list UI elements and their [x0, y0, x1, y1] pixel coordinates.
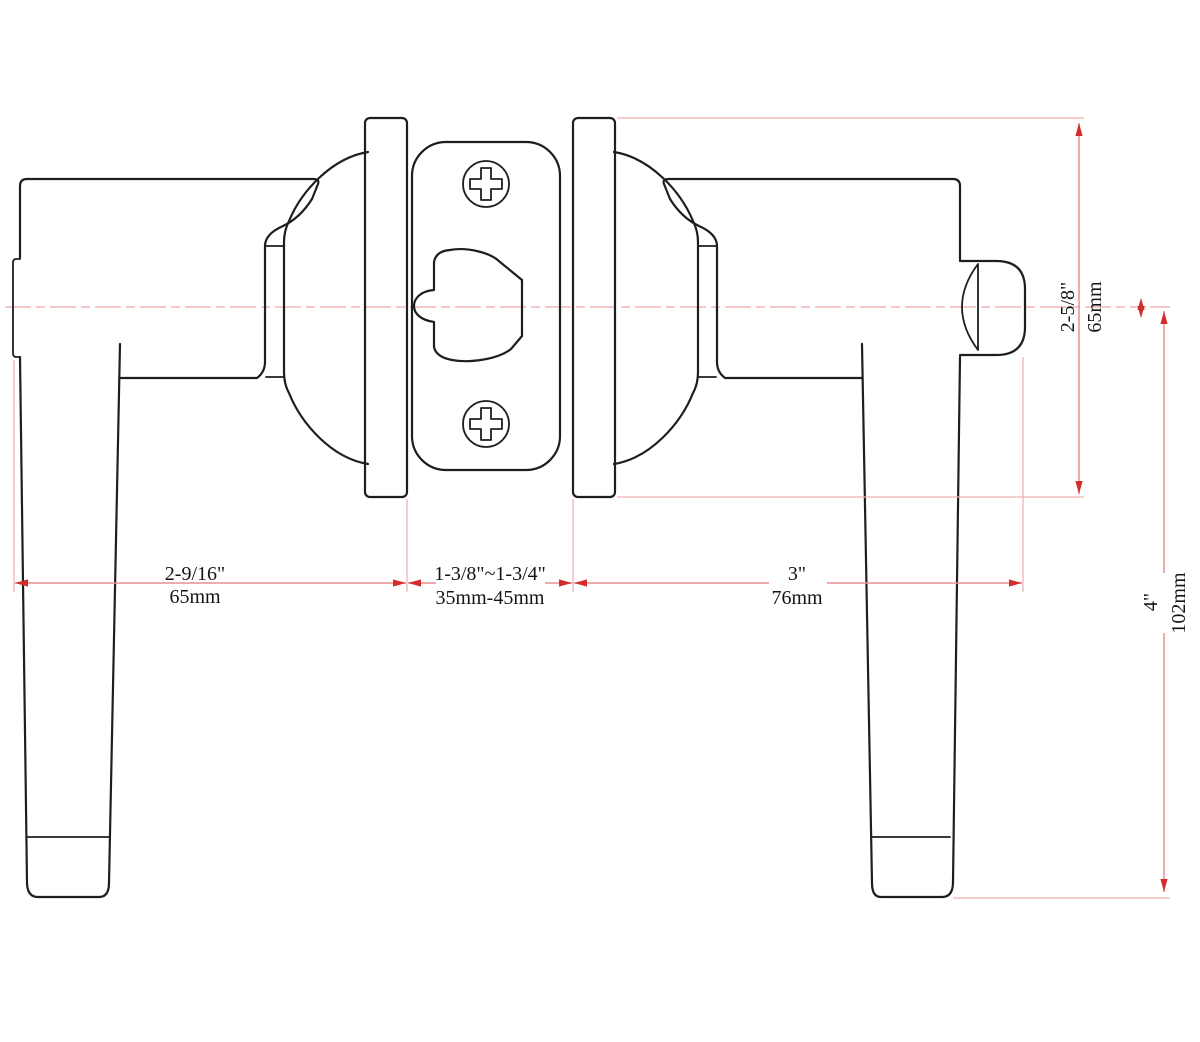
- dim-label-right-inner-metric: 65mm: [1084, 281, 1106, 333]
- top-screw-cross-icon: [469, 167, 503, 201]
- left-lever-handle: [18, 342, 122, 899]
- extension-lines: [13, 117, 1170, 899]
- arrow-left-icon: [574, 579, 587, 587]
- right-lever-handle: [860, 342, 962, 899]
- right-lever: [612, 150, 1027, 899]
- latch-bolt: [412, 248, 524, 363]
- right-lever-grip-top: [662, 177, 962, 262]
- dim-label-right-outer-inches: 4": [1140, 593, 1162, 611]
- arrow-right-icon: [393, 579, 406, 587]
- arrow-left-icon: [15, 579, 28, 587]
- push-button: [958, 259, 1027, 357]
- bottom-screw: [462, 400, 510, 448]
- top-screw: [462, 160, 510, 208]
- dim-label-bottom-center-inches: 1-3/8"~1-3/4": [434, 563, 546, 585]
- latch-assembly: [410, 140, 562, 472]
- dim-label-bottom-left-metric: 65mm: [169, 586, 221, 608]
- arrow-up-icon: [1075, 123, 1083, 136]
- dimension-lines: [15, 123, 1165, 892]
- arrow-right-icon: [1009, 579, 1022, 587]
- push-button-face: [961, 263, 979, 351]
- left-lever-neck-ticks: [265, 245, 285, 378]
- dim-label-right-outer-metric: 102mm: [1168, 572, 1190, 634]
- latch-faceplate: [410, 140, 562, 472]
- arrow-down-icon: [1075, 481, 1083, 494]
- arrow-left-icon: [408, 579, 421, 587]
- arrow-right-icon: [559, 579, 572, 587]
- arrow-up-icon: [1160, 311, 1168, 324]
- dimension-arrows: [15, 123, 1168, 892]
- dim-label-bottom-right-inches: 3": [788, 563, 806, 585]
- dim-label-bottom-right-metric: 76mm: [771, 587, 823, 609]
- left-lever-end-cap: [12, 258, 21, 358]
- left-lever-rose: [282, 150, 370, 466]
- right-lever-neck-blend: [668, 197, 864, 380]
- left-lever-neck-blend: [118, 197, 314, 380]
- arrow-down-icon: [1160, 879, 1168, 892]
- door-plate-right: [571, 116, 617, 499]
- right-lever-neck-ticks: [697, 245, 717, 378]
- dim-label-right-inner-inches: 2-5/8": [1057, 282, 1079, 332]
- bottom-screw-cross-icon: [469, 407, 503, 441]
- left-lever: [12, 150, 370, 899]
- right-lever-rose: [612, 150, 700, 466]
- dim-label-bottom-left-inches: 2-9/16": [165, 563, 225, 585]
- centerline-tick-down-icon: [1137, 306, 1145, 318]
- dimension-labels: 2-9/16" 65mm 1-3/8"~1-3/4" 35mm-45mm 3" …: [165, 281, 1190, 634]
- dim-label-bottom-center-metric: 35mm-45mm: [436, 587, 545, 609]
- door-plate-left: [363, 116, 409, 499]
- left-lever-grip-top: [18, 177, 320, 260]
